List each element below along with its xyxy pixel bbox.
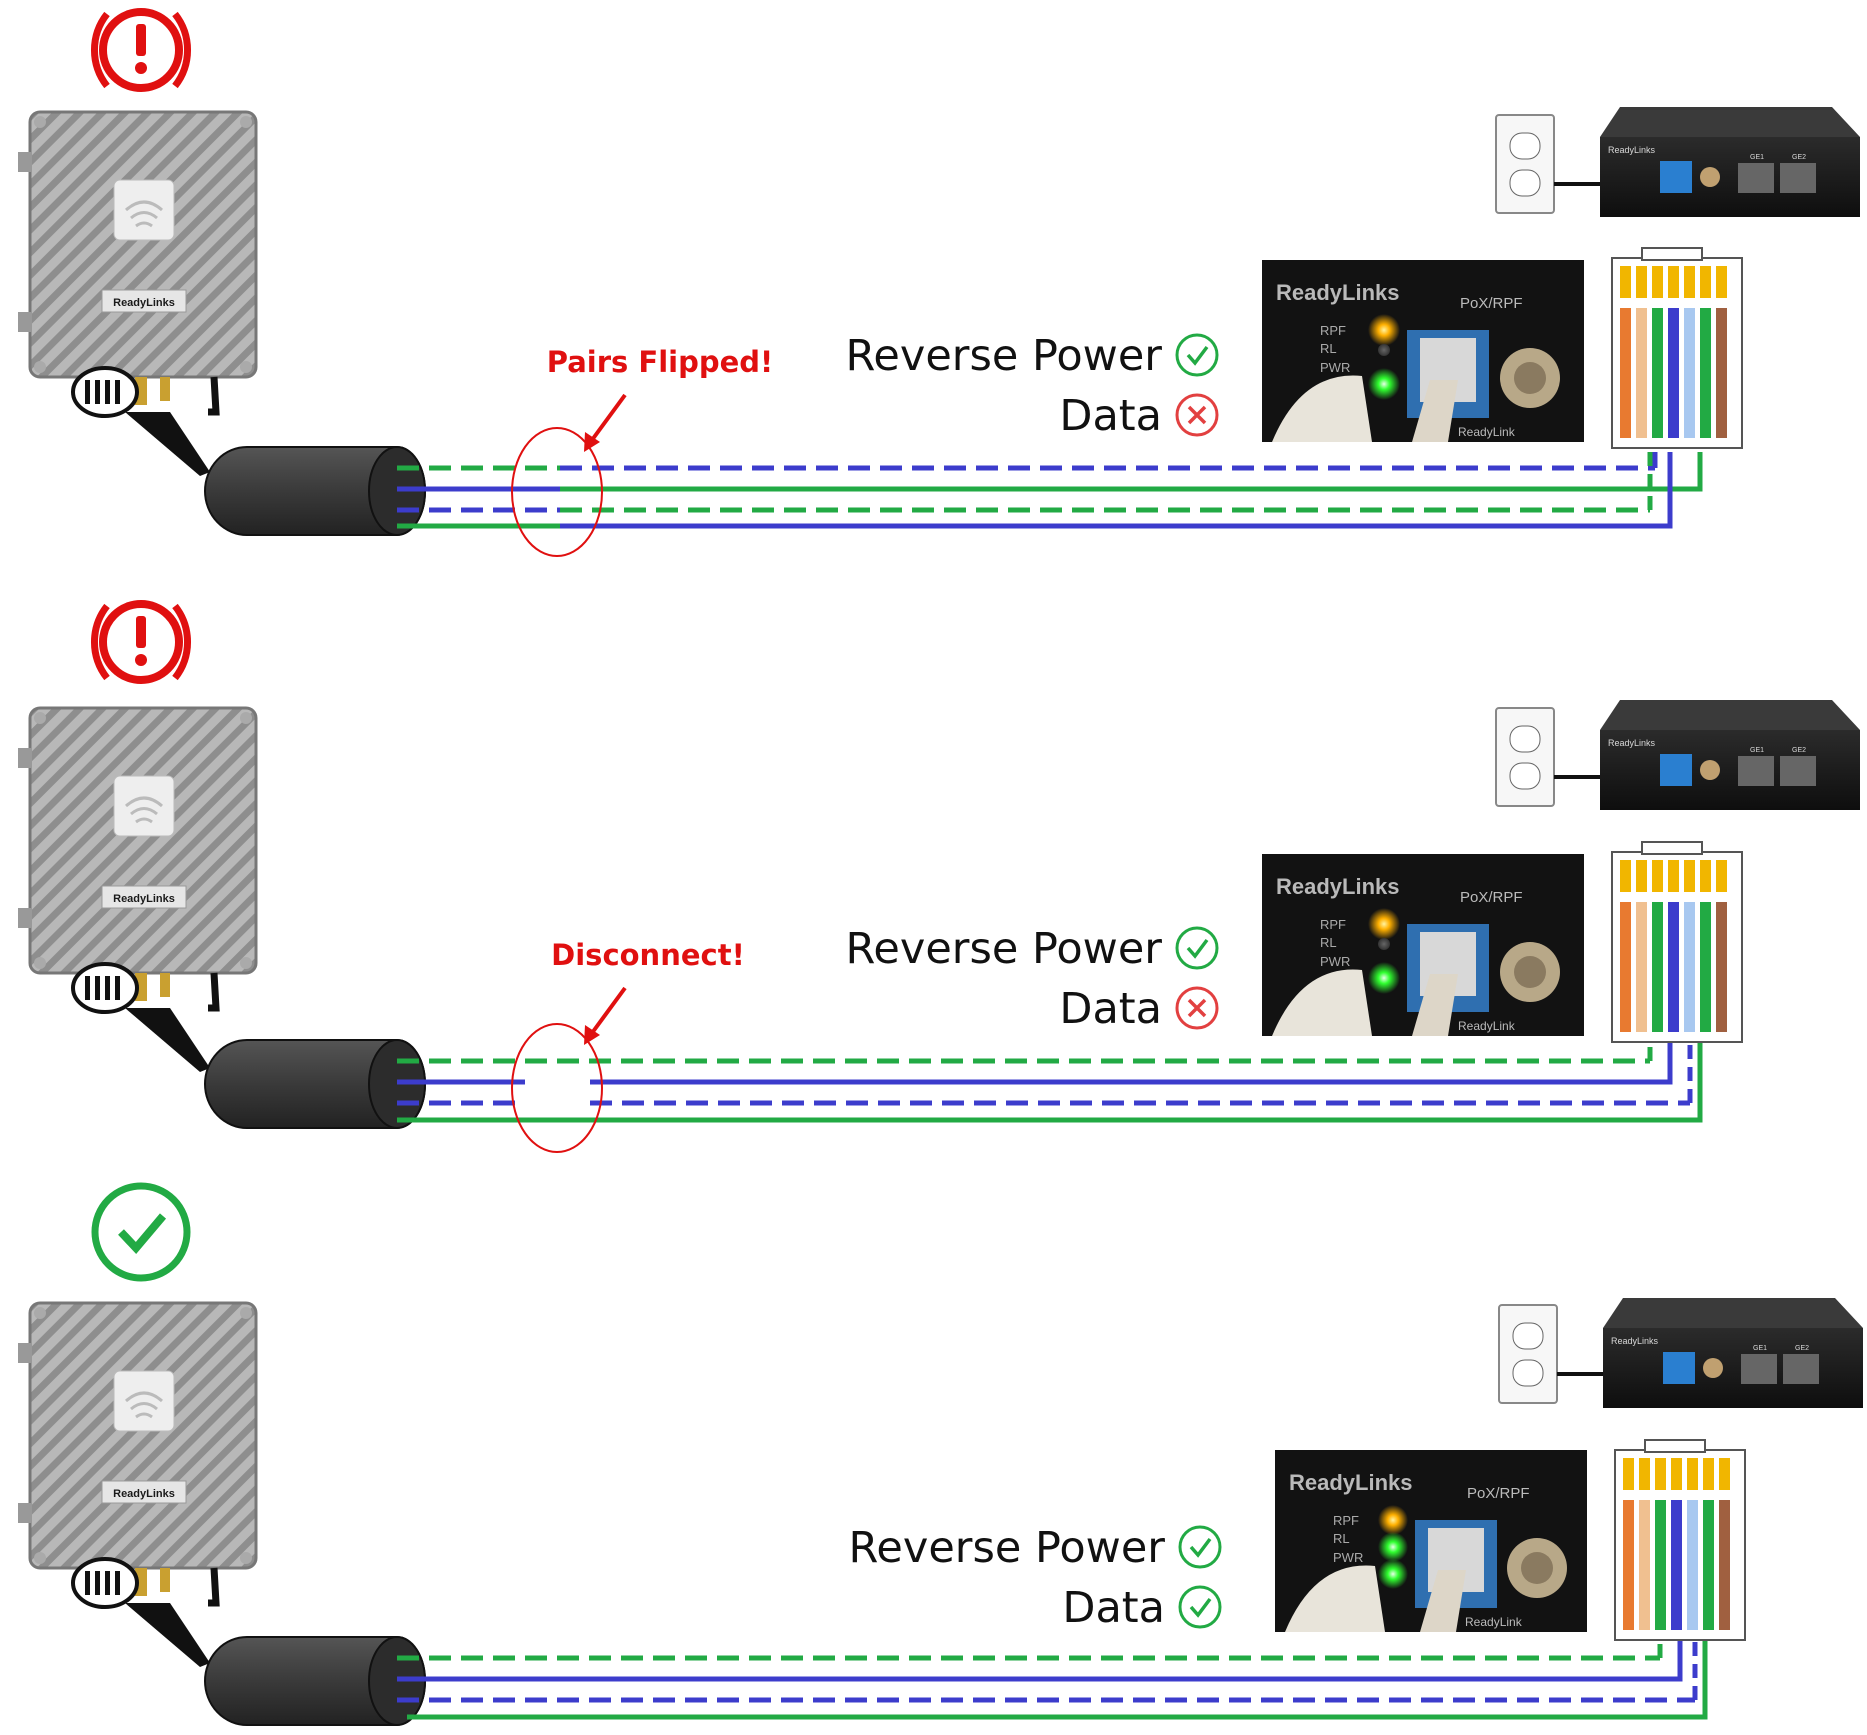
led-label-rl: RL: [1320, 935, 1337, 950]
check-circle-icon: [1175, 926, 1219, 970]
x-circle-icon: [1175, 393, 1219, 437]
readylinks-injector: ReadyLinks GE1 GE2: [1603, 1298, 1863, 1408]
fault-arrow: [590, 986, 627, 1035]
led-status-photo: ReadyLinks PoX/RPF RPF RL PWR ReadyLink: [1275, 1450, 1587, 1632]
led-rpf: [1368, 908, 1400, 940]
scenario-ok: ReadyLinks Reverse Power Data: [18, 1182, 1863, 1726]
rj45-connector: [1614, 1439, 1746, 1641]
cable-cylinder: [204, 446, 426, 536]
photo-brand-label: ReadyLinks: [1276, 874, 1400, 899]
led-pwr: [1368, 368, 1400, 400]
led-rl: [1378, 344, 1390, 356]
data-label: Data: [1059, 984, 1162, 1034]
cable-cylinder: [204, 1636, 426, 1726]
led-rpf: [1368, 314, 1400, 346]
photo-port-label: PoX/RPF: [1460, 889, 1523, 906]
alert-icon: [91, 8, 191, 92]
data-label: Data: [1062, 1583, 1165, 1633]
outdoor-access-point: ReadyLinks: [18, 706, 258, 1012]
outdoor-access-point: ReadyLinks: [18, 110, 258, 416]
injector-brand: ReadyLinks: [1608, 738, 1656, 748]
photo-brand-label: ReadyLinks: [1289, 1470, 1413, 1495]
readylinks-injector: ReadyLinks GE1 GE2: [1600, 107, 1860, 217]
alert-icon: [91, 600, 191, 684]
photo-port-caption: ReadyLink: [1458, 425, 1516, 439]
injector-brand: ReadyLinks: [1611, 1336, 1659, 1346]
check-circle-icon: [1178, 1525, 1222, 1569]
injector-brand: ReadyLinks: [1608, 145, 1656, 155]
data-label: Data: [1059, 391, 1162, 441]
reverse-power-label: Reverse Power: [845, 924, 1162, 974]
ge2-label: GE2: [1795, 1345, 1809, 1352]
device-brand-label: ReadyLinks: [113, 1488, 175, 1500]
wall-outlet: [1495, 707, 1555, 807]
fault-label: Disconnect!: [551, 938, 745, 972]
led-pwr: [1378, 1559, 1408, 1589]
led-label-rpf: RPF: [1333, 1513, 1359, 1528]
ge1-label: GE1: [1750, 747, 1764, 754]
photo-port-caption: ReadyLink: [1465, 1615, 1523, 1629]
led-rpf: [1378, 1505, 1408, 1535]
device-brand-label: ReadyLinks: [113, 297, 175, 309]
fault-highlight: [511, 427, 603, 557]
led-label-rl: RL: [1320, 341, 1337, 356]
reverse-power-label: Reverse Power: [848, 1523, 1165, 1573]
ge2-label: GE2: [1792, 154, 1806, 161]
rj45-connector: [1611, 247, 1743, 449]
led-label-pwr: PWR: [1320, 360, 1350, 375]
led-label-rpf: RPF: [1320, 917, 1346, 932]
ge1-label: GE1: [1750, 154, 1764, 161]
led-label-rl: RL: [1333, 1531, 1350, 1546]
led-status-photo: ReadyLinks PoX/RPF RPF RL PWR ReadyLink: [1262, 854, 1584, 1036]
led-label-rpf: RPF: [1320, 323, 1346, 338]
led-status-photo: ReadyLinks PoX/RPF RPF RL PWR ReadyLink: [1262, 260, 1584, 442]
device-brand-label: ReadyLinks: [113, 893, 175, 905]
photo-port-label: PoX/RPF: [1460, 295, 1523, 312]
ge1-label: GE1: [1753, 1345, 1767, 1352]
led-label-pwr: PWR: [1333, 1550, 1363, 1565]
wire-pairs: [397, 452, 1703, 529]
led-rl: [1378, 1532, 1408, 1562]
wall-outlet: [1495, 114, 1555, 214]
check-circle-icon: [91, 1182, 191, 1282]
rj45-connector: [1611, 841, 1743, 1043]
check-circle-icon: [1175, 333, 1219, 377]
led-rl: [1378, 938, 1390, 950]
photo-port-label: PoX/RPF: [1467, 1485, 1530, 1502]
check-circle-icon: [1178, 1585, 1222, 1629]
x-circle-icon: [1175, 986, 1219, 1030]
readylinks-injector: ReadyLinks GE1 GE2: [1600, 700, 1860, 810]
ge2-label: GE2: [1792, 747, 1806, 754]
fault-arrow: [590, 393, 627, 442]
outdoor-access-point: ReadyLinks: [18, 1301, 258, 1607]
photo-brand-label: ReadyLinks: [1276, 280, 1400, 305]
port-magnifier: [71, 366, 210, 476]
led-pwr: [1368, 962, 1400, 994]
scenario-disconnect: ReadyLinks Disconnect! Reverse: [18, 600, 1860, 1153]
photo-port-caption: ReadyLink: [1458, 1019, 1516, 1033]
port-magnifier: [71, 1557, 210, 1667]
scenario-pairs-flipped: ReadyLinks: [18, 8, 1860, 557]
fault-label: Pairs Flipped!: [547, 345, 774, 379]
led-label-pwr: PWR: [1320, 954, 1350, 969]
reverse-power-label: Reverse Power: [845, 331, 1162, 381]
port-magnifier: [71, 962, 210, 1072]
cable-cylinder: [204, 1039, 426, 1129]
fault-highlight: [511, 1023, 603, 1153]
wall-outlet: [1498, 1304, 1558, 1404]
